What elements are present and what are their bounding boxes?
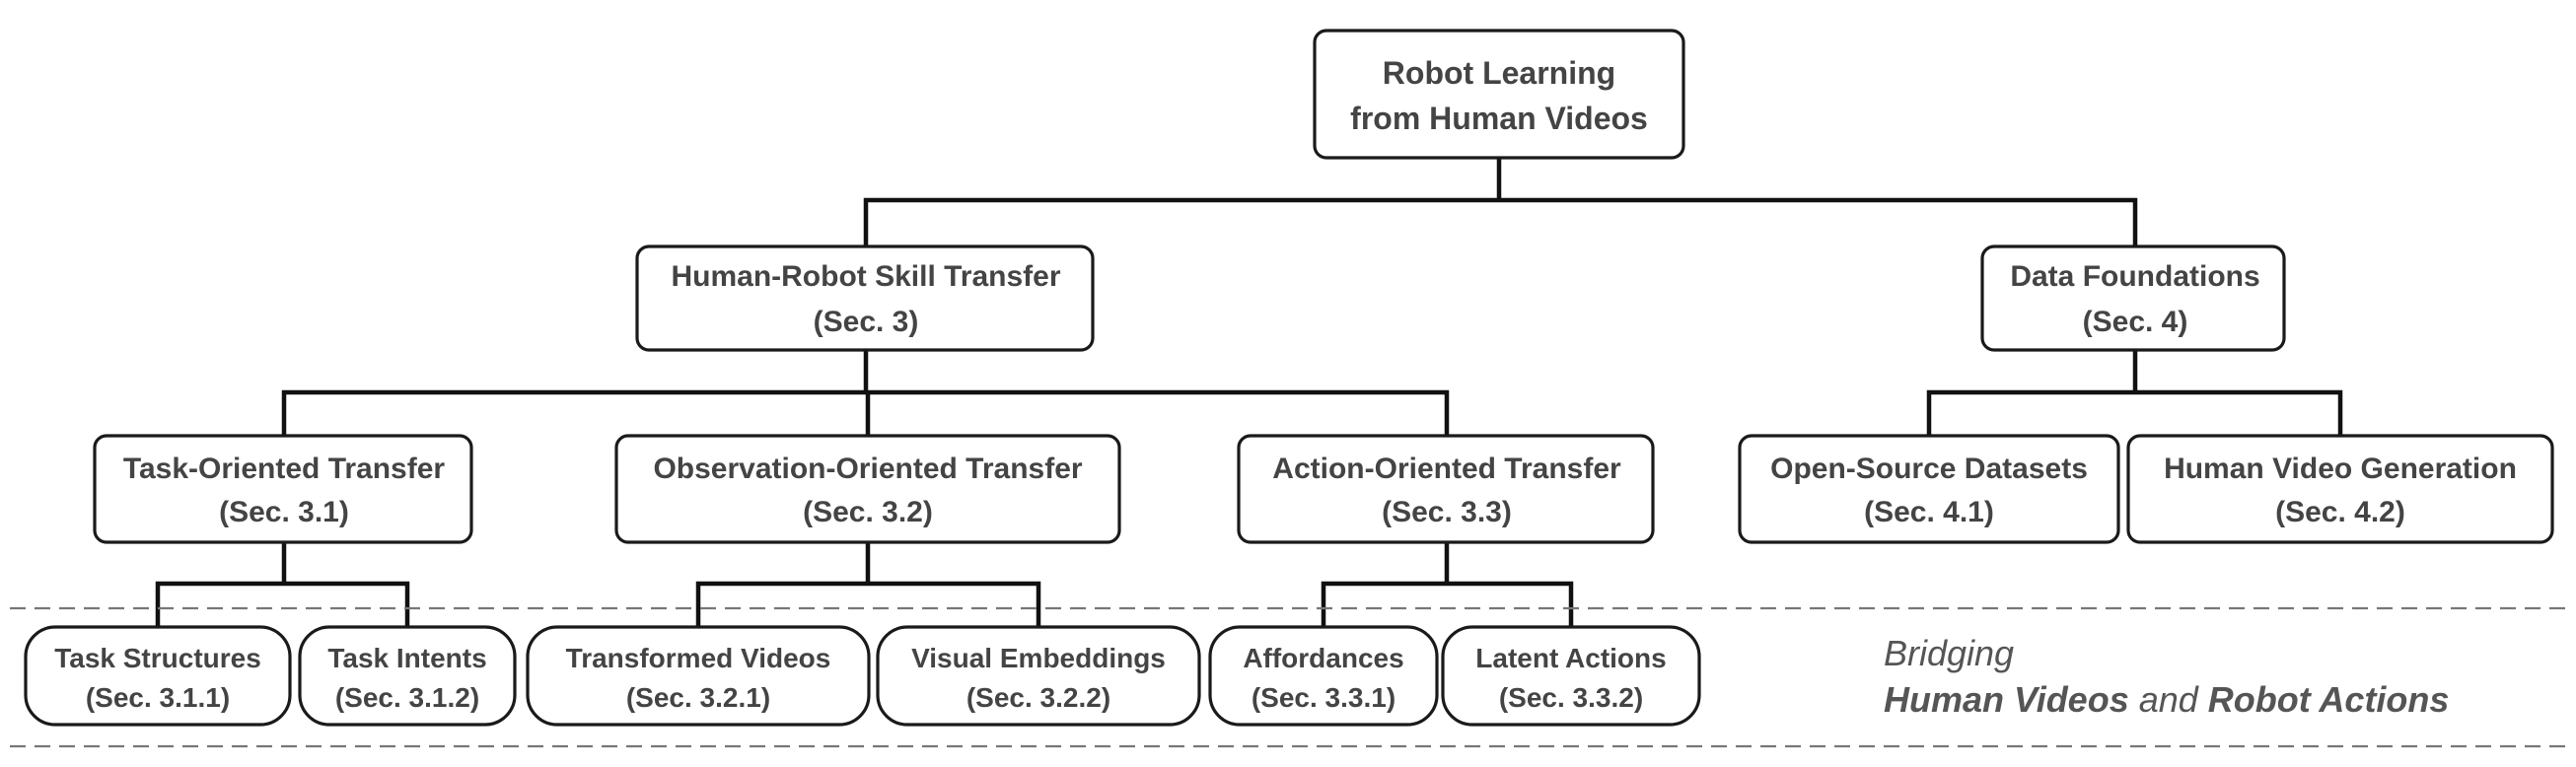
- node-video-generation: Human Video Generation (Sec. 4.2): [2126, 434, 2554, 544]
- node-root-subtitle: from Human Videos: [1350, 101, 1648, 136]
- node-action-transfer-section: (Sec. 3.3): [1382, 496, 1512, 528]
- node-affordances: Affordances (Sec. 3.3.1): [1208, 625, 1439, 727]
- bridging-and: and: [2129, 679, 2208, 720]
- edge-data-foundations: [1926, 347, 2343, 439]
- node-affordances-section: (Sec. 3.3.1): [1252, 682, 1395, 713]
- node-transformed-videos-title: Transformed Videos: [566, 643, 831, 673]
- node-task-transfer: Task-Oriented Transfer (Sec. 3.1): [93, 434, 473, 544]
- edge-task-transfer: [155, 539, 410, 630]
- node-observation-transfer-title: Observation-Oriented Transfer: [653, 453, 1082, 485]
- node-root: Robot Learning from Human Videos: [1313, 29, 1685, 160]
- node-latent-actions-title: Latent Actions: [1475, 643, 1666, 673]
- node-visual-embeddings: Visual Embeddings (Sec. 3.2.2): [876, 625, 1201, 727]
- node-action-transfer: Action-Oriented Transfer (Sec. 3.3): [1237, 434, 1655, 544]
- node-action-transfer-title: Action-Oriented Transfer: [1272, 453, 1621, 485]
- edge-observation-transfer: [695, 539, 1041, 630]
- bridging-human-videos: Human Videos: [1884, 679, 2129, 720]
- node-open-datasets: Open-Source Datasets (Sec. 4.1): [1738, 434, 2120, 544]
- bridging-robot-actions: Robot Actions: [2208, 679, 2450, 720]
- node-task-structures-title: Task Structures: [54, 643, 261, 673]
- node-data-foundations-title: Data Foundations: [2010, 260, 2259, 293]
- node-affordances-title: Affordances: [1243, 643, 1403, 673]
- bridging-phrase: Human Videos and Robot Actions: [1884, 679, 2449, 720]
- edge-action-transfer: [1321, 539, 1574, 630]
- edge-skill-transfer: [281, 347, 1450, 439]
- tree-edges: [155, 155, 2343, 630]
- node-task-structures-section: (Sec. 3.1.1): [86, 682, 230, 713]
- node-task-intents: Task Intents (Sec. 3.1.2): [298, 625, 517, 727]
- node-video-generation-title: Human Video Generation: [2164, 453, 2517, 485]
- node-skill-transfer: Human-Robot Skill Transfer (Sec. 3): [635, 244, 1095, 352]
- node-visual-embeddings-section: (Sec. 3.2.2): [966, 682, 1110, 713]
- node-task-structures: Task Structures (Sec. 3.1.1): [24, 625, 292, 727]
- node-skill-transfer-section: (Sec. 3): [814, 306, 919, 338]
- edge-root: [863, 155, 2138, 249]
- node-observation-transfer: Observation-Oriented Transfer (Sec. 3.2): [614, 434, 1121, 544]
- node-observation-transfer-section: (Sec. 3.2): [803, 496, 933, 528]
- node-visual-embeddings-title: Visual Embeddings: [911, 643, 1166, 673]
- node-data-foundations: Data Foundations (Sec. 4): [1980, 244, 2286, 352]
- node-latent-actions: Latent Actions (Sec. 3.3.2): [1441, 625, 1701, 727]
- node-task-intents-section: (Sec. 3.1.2): [335, 682, 479, 713]
- node-open-datasets-section: (Sec. 4.1): [1864, 496, 1994, 528]
- node-transformed-videos-section: (Sec. 3.2.1): [626, 682, 770, 713]
- node-latent-actions-section: (Sec. 3.3.2): [1499, 682, 1643, 713]
- node-task-transfer-title: Task-Oriented Transfer: [123, 453, 446, 485]
- node-task-intents-title: Task Intents: [327, 643, 486, 673]
- bridging-label: Bridging: [1884, 633, 2014, 673]
- bridging-caption: Bridging Human Videos and Robot Actions: [1884, 633, 2449, 720]
- node-task-transfer-section: (Sec. 3.1): [219, 496, 349, 528]
- node-open-datasets-title: Open-Source Datasets: [1770, 453, 2088, 485]
- node-transformed-videos: Transformed Videos (Sec. 3.2.1): [526, 625, 871, 727]
- node-skill-transfer-title: Human-Robot Skill Transfer: [671, 260, 1060, 293]
- node-video-generation-section: (Sec. 4.2): [2275, 496, 2405, 528]
- node-root-title: Robot Learning: [1383, 55, 1615, 91]
- node-data-foundations-section: (Sec. 4): [2083, 306, 2188, 338]
